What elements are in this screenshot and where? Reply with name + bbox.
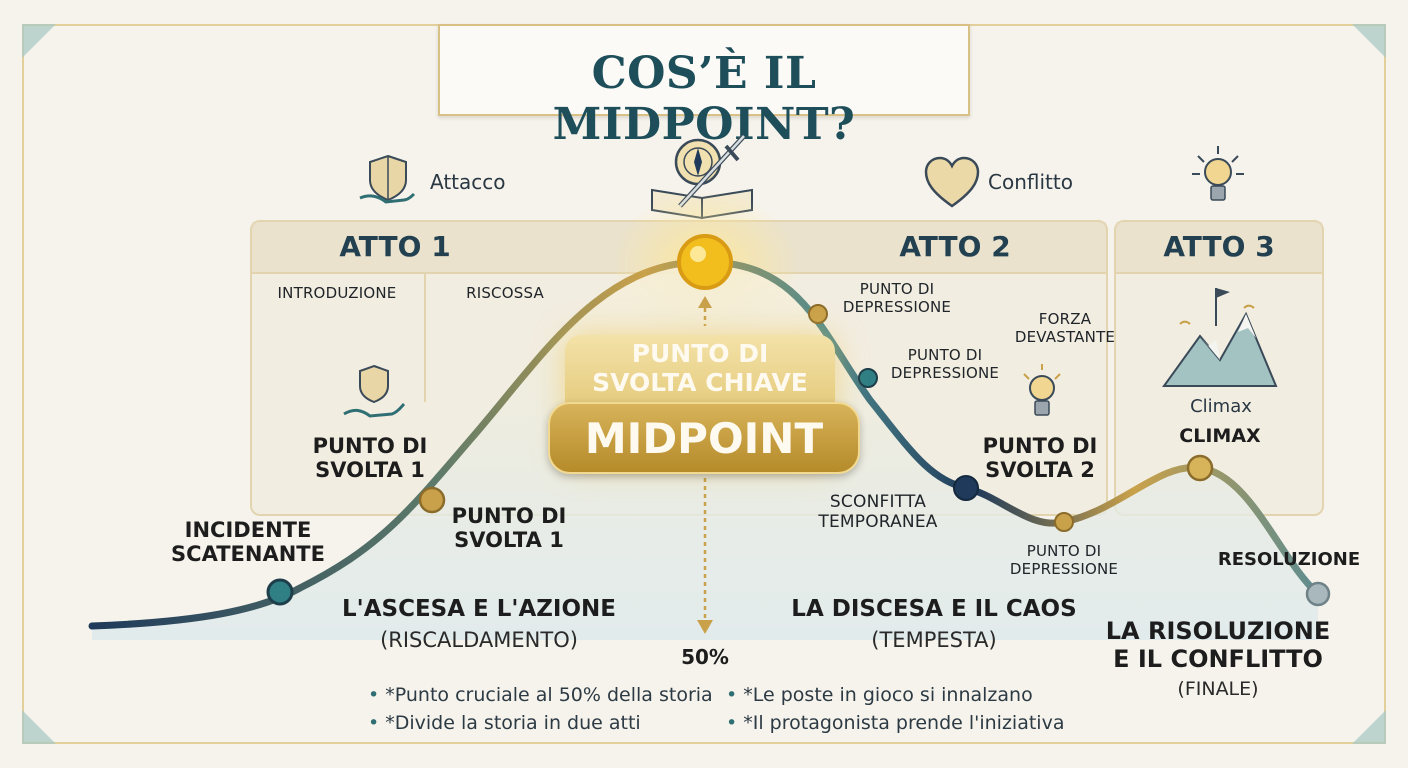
sconfitta-line-1: SCONFITTA xyxy=(829,492,927,512)
svolta-1-label-left: PUNTO DI SVOLTA 1 xyxy=(310,434,430,482)
node-svolta-1 xyxy=(418,486,446,514)
depressione-a-label: PUNTO DI DEPRESSIONE xyxy=(832,280,962,316)
phase-discesa-title: LA DISCESA E IL CAOS xyxy=(791,596,1077,622)
punto-svolta-chiave-label: PUNTO DI SVOLTA CHIAVE xyxy=(565,339,835,398)
forza-line-1: FORZA xyxy=(1038,310,1092,328)
node-svolta-2 xyxy=(953,475,979,501)
bullet-text: *Punto cruciale al 50% della storia xyxy=(385,684,713,706)
section-riscossa: RISCOSSA xyxy=(466,284,544,302)
bullet-text: *Il protagonista prende l'iniziativa xyxy=(743,711,1065,734)
sconfitta-line-2: TEMPORANEA xyxy=(818,512,938,533)
lightbulb-icon xyxy=(1023,364,1061,416)
title-banner: COS’È IL MIDPOINT? xyxy=(438,24,970,150)
midpoint-badge-label: MIDPOINT xyxy=(584,414,824,463)
act-1-label: ATTO 1 xyxy=(339,230,451,263)
forza-line-2: DEVASTANTE xyxy=(1014,328,1116,346)
depressione-b-line-1: PUNTO DI xyxy=(907,346,983,364)
depressione-c-line-2: DEPRESSIONE xyxy=(1009,560,1119,578)
punto-svolta-chiave-line-2: SVOLTA CHIAVE xyxy=(592,367,808,397)
svolta-1-label-right: PUNTO DI SVOLTA 1 xyxy=(448,504,570,552)
sconfitta-temporanea-label: SCONFITTA TEMPORANEA xyxy=(798,492,958,533)
section-divider xyxy=(424,272,426,402)
climax-icon-label: Climax xyxy=(1190,396,1252,417)
phase-risoluzione-title: LA RISOLUZIONE E IL CONFLITTO xyxy=(1098,617,1338,673)
phase-ascesa-sub: (RISCALDAMENTO) xyxy=(380,628,578,652)
bullet-list-left: • *Punto cruciale al 50% della storia • … xyxy=(368,682,713,737)
act-header-bar xyxy=(1116,222,1322,274)
node-midpoint-highlight xyxy=(690,246,706,262)
node-resoluzione xyxy=(1305,581,1331,607)
phase-risoluzione-line-1: LA RISOLUZIONE xyxy=(1105,617,1331,645)
svolta-2-line-1: PUNTO DI xyxy=(982,434,1098,458)
node-incidente xyxy=(266,578,294,606)
list-item: • *Divide la storia in due atti xyxy=(368,711,641,734)
arrow-down-icon xyxy=(697,620,713,634)
node-climax xyxy=(1186,454,1214,482)
incidente-scatenante-label: INCIDENTE SCATENANTE xyxy=(168,518,328,566)
shield-hand-icon xyxy=(343,364,406,418)
midpoint-badge: MIDPOINT xyxy=(548,402,860,474)
depressione-a-line-1: PUNTO DI xyxy=(859,280,935,298)
node-depressione-a xyxy=(808,304,828,324)
page-title: COS’È IL MIDPOINT? xyxy=(552,48,856,150)
incidente-line-2: SCATENANTE xyxy=(171,542,325,567)
svolta-2-label: PUNTO DI SVOLTA 2 xyxy=(978,434,1102,482)
svolta-2-line-2: SVOLTA 2 xyxy=(985,458,1095,483)
section-introduzione: INTRODUZIONE xyxy=(277,284,397,302)
bullet-text: *Divide la storia in due atti xyxy=(385,711,641,734)
phase-ascesa-title: L'ASCESA E L'AZIONE xyxy=(342,596,616,622)
incidente-line-1: INCIDENTE xyxy=(184,518,312,542)
phase-risoluzione-sub: (FINALE) xyxy=(1177,678,1259,700)
depressione-b-label: PUNTO DI DEPRESSIONE xyxy=(880,346,1010,382)
conflitto-label: Conflitto xyxy=(988,170,1073,194)
list-item: • *Il protagonista prende l'iniziativa xyxy=(726,711,1065,734)
depressione-b-line-2: DEPRESSIONE xyxy=(890,364,1000,382)
node-midpoint xyxy=(677,234,733,290)
depressione-c-line-1: PUNTO DI xyxy=(1026,542,1102,560)
act-3-label: ATTO 3 xyxy=(1163,230,1275,263)
list-item: • *Le poste in gioco si innalzano xyxy=(726,684,1033,706)
attacco-label: Attacco xyxy=(430,170,506,194)
bullet-text: *Le poste in gioco si innalzano xyxy=(743,684,1033,706)
depressione-c-label: PUNTO DI DEPRESSIONE xyxy=(996,542,1132,578)
phase-discesa-sub: (TEMPESTA) xyxy=(871,628,997,652)
arrow-up-icon xyxy=(698,296,712,308)
forza-devastante-label: FORZA DEVASTANTE xyxy=(1010,310,1120,346)
punto-svolta-chiave-line-1: PUNTO DI xyxy=(631,339,769,368)
svolta-1-right-line-2: SVOLTA 1 xyxy=(454,528,564,553)
phase-risoluzione-line-2: E IL CONFLITTO xyxy=(1113,644,1323,673)
svolta-1-left-line-2: SVOLTA 1 xyxy=(315,458,425,483)
svolta-1-left-line-1: PUNTO DI xyxy=(312,434,428,458)
bullet-list-right: • *Le poste in gioco si innalzano • *Il … xyxy=(726,682,1064,737)
node-depressione-c xyxy=(1054,512,1074,532)
list-item: • *Punto cruciale al 50% della storia xyxy=(368,684,713,706)
svolta-1-right-line-1: PUNTO DI xyxy=(451,504,567,528)
heart-icon xyxy=(924,156,980,208)
resoluzione-label: RESOLUZIONE xyxy=(1217,549,1361,570)
depressione-a-line-2: DEPRESSIONE xyxy=(842,298,952,316)
act-2-label: ATTO 2 xyxy=(899,230,1011,263)
node-depressione-b xyxy=(858,368,878,388)
shield-hand-icon xyxy=(359,154,416,204)
percent-label: 50% xyxy=(681,645,729,669)
mountain-flag-icon xyxy=(1162,288,1278,387)
lightbulb-icon xyxy=(1192,146,1244,201)
climax-label: CLIMAX xyxy=(1179,425,1261,447)
